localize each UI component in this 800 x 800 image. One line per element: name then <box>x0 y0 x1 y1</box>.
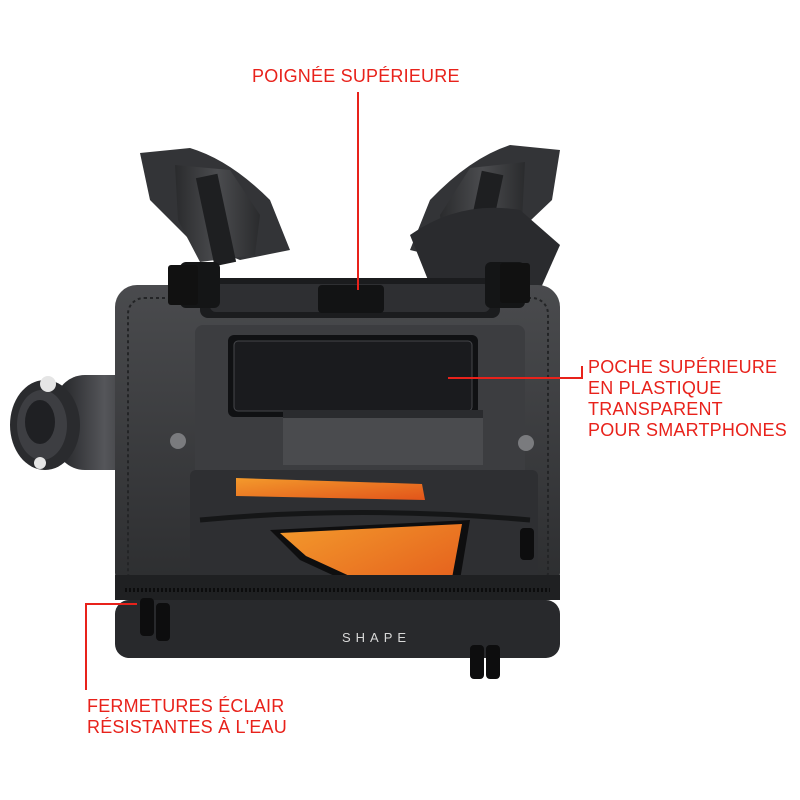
callout-text: RÉSISTANTES À L'EAU <box>87 717 287 737</box>
buckle-right <box>500 263 530 303</box>
strap-edge <box>283 410 483 418</box>
zipper-pull-left[interactable] <box>140 598 170 641</box>
clear-smartphone-pocket[interactable] <box>228 335 478 417</box>
callout-top-handle: POIGNÉE SUPÉRIEURE <box>252 66 460 87</box>
zipper-band <box>115 575 560 658</box>
buckle-left <box>168 265 198 305</box>
zipper-pull-pocket[interactable] <box>520 528 534 560</box>
callout-text: EN PLASTIQUE <box>588 378 722 398</box>
callout-line-pocket <box>448 366 583 379</box>
snap-right <box>518 435 534 451</box>
callout-text: POIGNÉE SUPÉRIEURE <box>252 66 460 86</box>
velcro-strap <box>283 410 483 465</box>
callout-text: TRANSPARENT <box>588 399 723 419</box>
shoulder-strap-left <box>140 148 290 267</box>
callout-text: POUR SMARTPHONES <box>588 420 787 440</box>
zipper-pull-right[interactable] <box>470 645 500 679</box>
callout-text: FERMETURES ÉCLAIR <box>87 696 285 716</box>
callout-top-pocket: POCHE SUPÉRIEURE EN PLASTIQUE TRANSPAREN… <box>588 357 787 441</box>
callout-zippers: FERMETURES ÉCLAIR RÉSISTANTES À L'EAU <box>87 696 287 738</box>
callout-line-zippers <box>85 603 137 690</box>
snap-left <box>170 433 186 449</box>
callout-text: POCHE SUPÉRIEURE <box>588 357 778 377</box>
brand-logo: SHAPE <box>342 630 411 645</box>
